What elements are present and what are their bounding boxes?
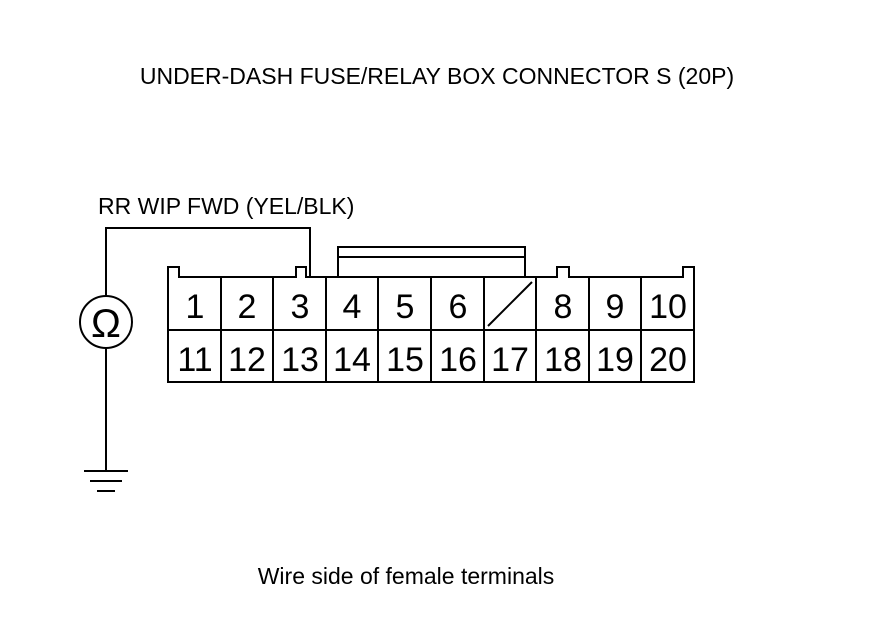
connector-outline	[167, 266, 695, 383]
pin-label: 4	[343, 288, 362, 326]
pin-label: 18	[544, 341, 582, 379]
pin-label: 6	[449, 288, 468, 326]
pin-label: 16	[439, 341, 477, 379]
connector-caption: Wire side of female terminals	[258, 563, 555, 589]
pin-label: 14	[333, 341, 371, 379]
pin-label: 15	[386, 341, 424, 379]
connector-lock-tab	[337, 246, 526, 277]
pin-label: 5	[396, 288, 415, 326]
probe-wire	[105, 227, 311, 296]
pin-label: 10	[649, 288, 687, 326]
ohmmeter-symbol: Ω	[91, 302, 121, 346]
pin-label: 3	[291, 288, 310, 326]
pin-label: 1	[186, 288, 205, 326]
wire-label: RR WIP FWD (YEL/BLK)	[98, 193, 354, 219]
unused-cavity-mark	[487, 281, 533, 327]
ohmmeter-icon: Ω	[79, 295, 133, 349]
pin-label: 13	[281, 341, 319, 379]
pin-label: 2	[238, 288, 257, 326]
pin-label: 19	[596, 341, 634, 379]
pin-label: 9	[606, 288, 625, 326]
pin-label: 17	[491, 341, 529, 379]
ground-icon	[84, 470, 128, 492]
diagram-title: UNDER-DASH FUSE/RELAY BOX CONNECTOR S (2…	[140, 63, 734, 89]
connector: 1 2 3 4 5 6 8 9 10 11 12 13 14 15 16 17 …	[167, 246, 695, 383]
pin-label: 11	[177, 341, 212, 379]
pin-label: 20	[649, 341, 687, 379]
pin-label: 12	[228, 341, 266, 379]
pin-label: 8	[554, 288, 573, 326]
